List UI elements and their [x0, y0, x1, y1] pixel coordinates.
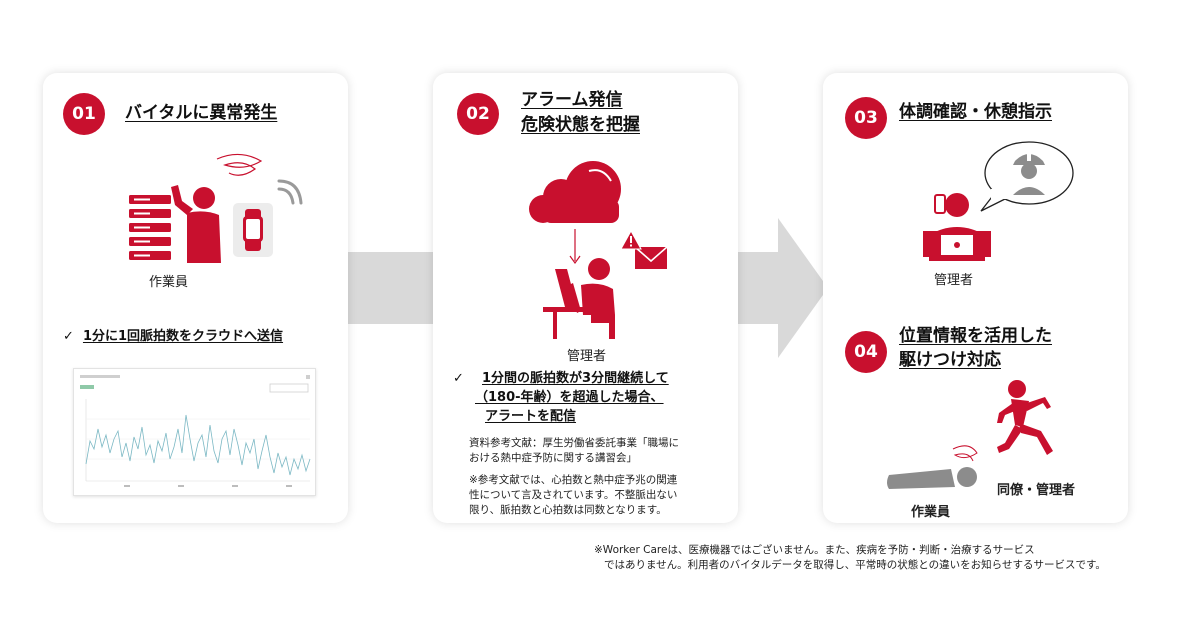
flow-arrow-1 [340, 252, 440, 324]
check-item: ✓ 1分に1回脈拍数をクラウドへ送信 [63, 328, 283, 346]
manager-pc-icon [543, 253, 629, 339]
step-card-1: 01 バイタルに異常発生 [43, 73, 348, 523]
step-title-4-line1: 位置情報を活用した [899, 325, 1052, 347]
disclaimer-footnote: ※Worker Careは、医療機器ではございません。また、疾病を予防・判断・治… [594, 543, 1106, 573]
reference-line2: おける熱中症予防に関する講習会」 [469, 451, 637, 467]
footnote-line1: ※Worker Careは、医療機器ではございません。また、疾病を予防・判断・治… [594, 543, 1106, 558]
server-icon [129, 195, 171, 261]
dizzy-icon [215, 151, 265, 181]
check-item-line2: （180-年齢）を超過した場合、 [475, 389, 664, 407]
check-item-line3: アラートを配信 [485, 408, 576, 426]
manager-label: 管理者 [934, 269, 973, 288]
check-item: ✓ 1分間の脈拍数が3分間継続して [453, 370, 669, 388]
footnote-line2: ではありません。利用者のバイタルデータを取得し、平常時の状態との違いをお知らせす… [594, 558, 1106, 573]
note-line1: ※参考文献では、心拍数と熱中症予兆の関連 [469, 473, 677, 489]
pulse-chart-thumbnail [73, 368, 316, 496]
runner-label: 同僚・管理者 [997, 479, 1075, 498]
fallen-worker-icon [885, 445, 979, 493]
signal-icon [275, 177, 305, 207]
worker-icon [169, 183, 229, 263]
step-title-line2: 危険状態を把握 [521, 114, 640, 136]
smartwatch-icon [233, 203, 273, 257]
step-number-badge: 02 [457, 93, 499, 135]
cloud-icon [529, 159, 629, 225]
step-number-badge-3: 03 [845, 97, 887, 139]
step-title-3: 体調確認・休憩指示 [899, 101, 1052, 123]
worker-label: 作業員 [149, 271, 188, 290]
step-title-4-line2: 駆けつけ対応 [899, 349, 1001, 371]
running-person-icon [993, 379, 1063, 459]
pulse-chart-svg [74, 369, 317, 497]
step-title-line1: アラーム発信 [521, 89, 623, 111]
fallen-worker-label: 作業員 [911, 501, 950, 520]
step-card-2: 02 アラーム発信 危険状態を把握 [433, 73, 738, 523]
manager-label: 管理者 [567, 345, 606, 364]
step-number-badge: 01 [63, 93, 105, 135]
check-icon: ✓ [453, 371, 482, 386]
reference-line1: 資料参考文献：厚生労働省委託事業「職場に [469, 436, 679, 452]
flow-arrow-2 [736, 218, 828, 358]
step-card-3-4: 03 体調確認・休憩指示 管理者 04 [823, 73, 1128, 523]
note-line3: 限り、脈拍数と心拍数は同数となります。 [469, 503, 667, 519]
note-line2: 性について言及されています。不整脈出ない [469, 488, 677, 504]
check-icon: ✓ [63, 329, 83, 344]
step-number-badge-4: 04 [845, 331, 887, 373]
step-title: バイタルに異常発生 [125, 102, 277, 124]
manager-phone-icon [919, 191, 995, 261]
